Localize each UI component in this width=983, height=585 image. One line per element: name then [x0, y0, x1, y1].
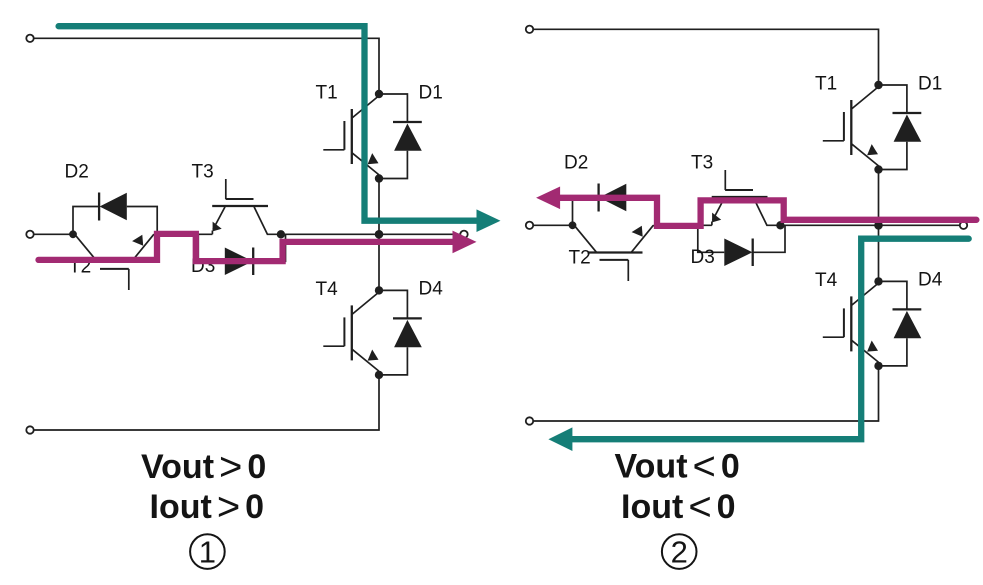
svg-text:1: 1: [199, 535, 216, 570]
svg-text:Vout<0: Vout<0: [615, 444, 740, 488]
svg-text:2: 2: [671, 535, 688, 570]
svg-text:Iout>0: Iout>0: [150, 485, 265, 529]
svg-text:Iout<0: Iout<0: [621, 485, 736, 529]
svg-text:Vout>0: Vout>0: [141, 445, 266, 489]
